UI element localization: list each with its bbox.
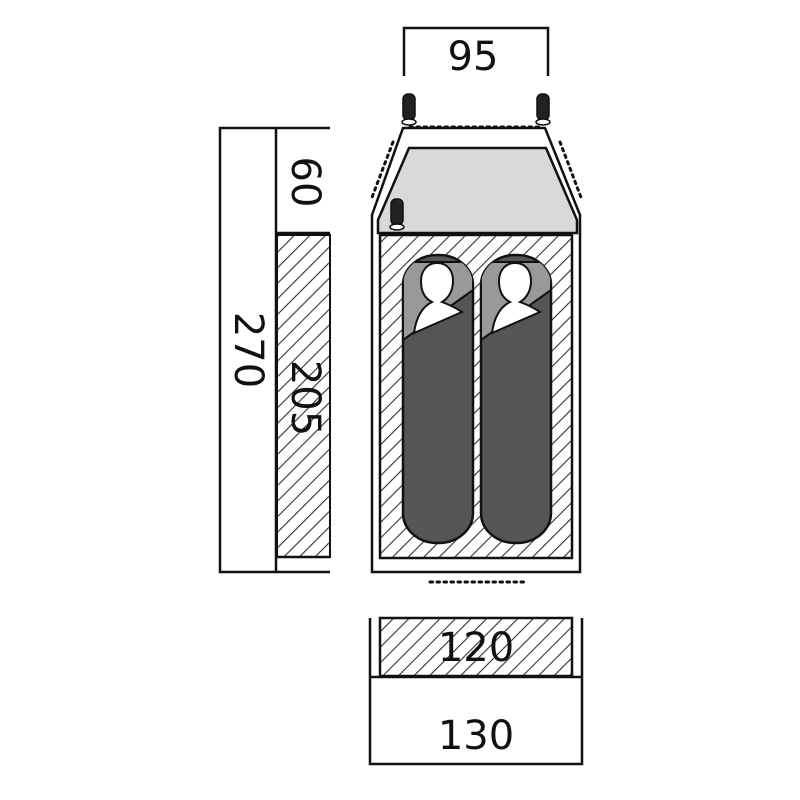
tent-peg-icon [535,93,551,126]
width-dimension: 120 130 [368,616,584,766]
top-width-dimension: 95 [402,26,550,80]
total-length-label: 270 [225,312,271,388]
vestibule-depth-label: 60 [282,157,328,208]
length-dimension: 270 60 205 [218,126,331,574]
person-silhouette-icon [412,261,465,335]
top-width-label: 95 [448,34,499,80]
inner-length-hatch [276,234,331,558]
inner-width-hatch [378,616,574,678]
sleeping-bag-icon [479,253,553,545]
tent-peg-icon [389,198,405,231]
sleeping-bag-icon [401,253,475,545]
tent-peg-icon [401,93,417,126]
outer-width-label: 130 [438,713,514,759]
inner-width-label: 120 [438,625,514,671]
vestibule-area [376,146,579,235]
person-silhouette-icon [490,261,543,335]
inner-length-label: 205 [282,360,328,436]
